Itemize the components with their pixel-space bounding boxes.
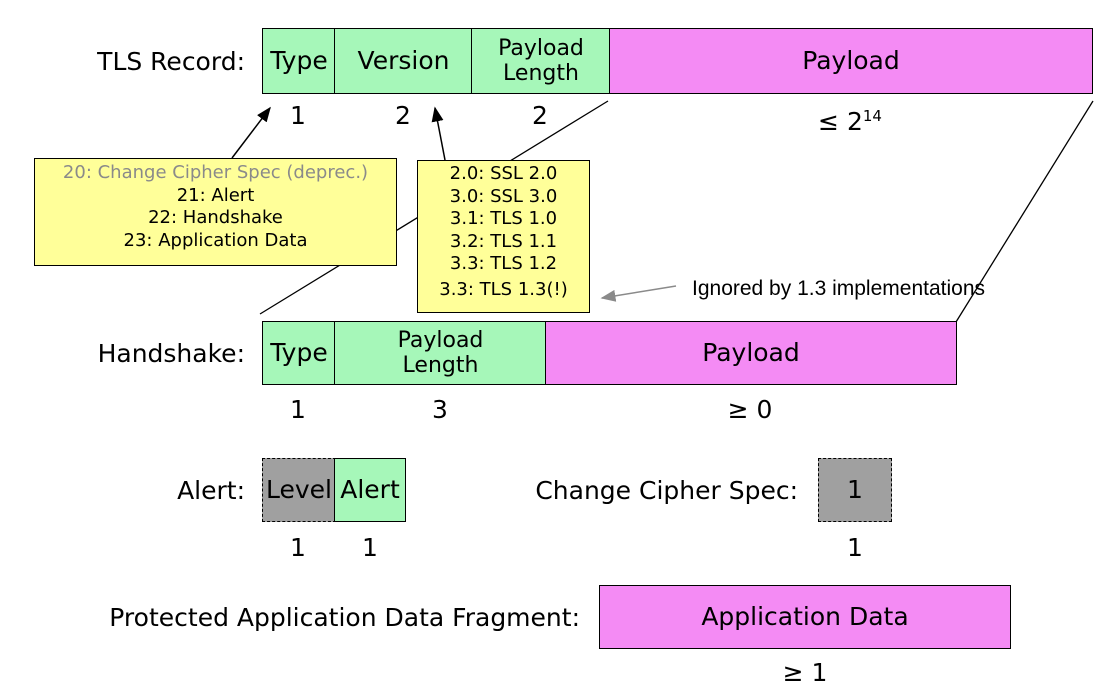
handshake-type-field: Type [262, 321, 336, 385]
handshake-payload-length-size: 3 [432, 395, 448, 424]
alert-level-field: Level [262, 458, 336, 522]
version-value-tls10: 3.1: TLS 1.0 [449, 208, 558, 229]
alert-alert-size: 1 [362, 533, 378, 562]
tls-record-label: TLS Record: [97, 47, 245, 76]
change-cipher-spec-label: Change Cipher Spec: [535, 476, 798, 505]
tls-payload-length-size: 2 [532, 101, 548, 130]
type-arrow [231, 106, 271, 159]
handshake-payload-size: ≥ 0 [727, 395, 773, 424]
handshake-type-size: 1 [290, 395, 306, 424]
tls-version-size: 2 [395, 101, 411, 130]
type-value-21: 21: Alert [176, 184, 255, 206]
tls-version-field: Version [334, 28, 473, 94]
app-data-field: Application Data [599, 585, 1011, 649]
type-values-callout: 20: Change Cipher Spec (deprec.) 21: Ale… [34, 158, 397, 266]
version-value-ssl20: 2.0: SSL 2.0 [449, 163, 558, 184]
tls-payload-size-base: ≤ 2 [818, 107, 863, 136]
version-value-tls12: 3.3: TLS 1.2 [449, 253, 558, 274]
alert-level-size: 1 [290, 533, 306, 562]
version-value-ssl30: 3.0: SSL 3.0 [449, 185, 558, 207]
tls-payload-field: Payload [609, 28, 1093, 94]
handshake-label: Handshake: [97, 339, 245, 368]
ignored-note: Ignored by 1.3 implementations [692, 277, 986, 300]
change-cipher-spec-field: 1 [818, 458, 892, 522]
alert-label: Alert: [177, 476, 245, 505]
type-value-22: 22: Handshake [148, 207, 283, 228]
version-value-tls11: 3.2: TLS 1.1 [449, 230, 558, 252]
zoom-line-right [955, 100, 1094, 323]
type-value-20: 20: Change Cipher Spec (deprec.) [62, 162, 369, 183]
tls-payload-length-field: Payload Length [471, 28, 611, 94]
app-data-label: Protected Application Data Fragment: [109, 603, 580, 632]
app-data-size: ≥ 1 [782, 658, 828, 687]
tls-type-field: Type [262, 28, 336, 94]
version-value-tls13: 3.3: TLS 1.3(!) [439, 278, 568, 300]
tls-type-size: 1 [290, 101, 306, 130]
version-arrow [431, 106, 446, 161]
tls-payload-size-exp: 14 [862, 107, 882, 125]
type-value-23: 23: Application Data [123, 229, 308, 251]
version-values-callout: 2.0: SSL 2.0 3.0: SSL 3.0 3.1: TLS 1.0 3… [417, 160, 590, 313]
change-cipher-spec-size: 1 [847, 533, 863, 562]
handshake-payload-length-field: Payload Length [334, 321, 547, 385]
handshake-payload-field: Payload [545, 321, 957, 385]
note-arrow [600, 285, 677, 302]
tls-payload-size: ≤ 214 [790, 101, 910, 137]
alert-alert-field: Alert [334, 458, 406, 522]
